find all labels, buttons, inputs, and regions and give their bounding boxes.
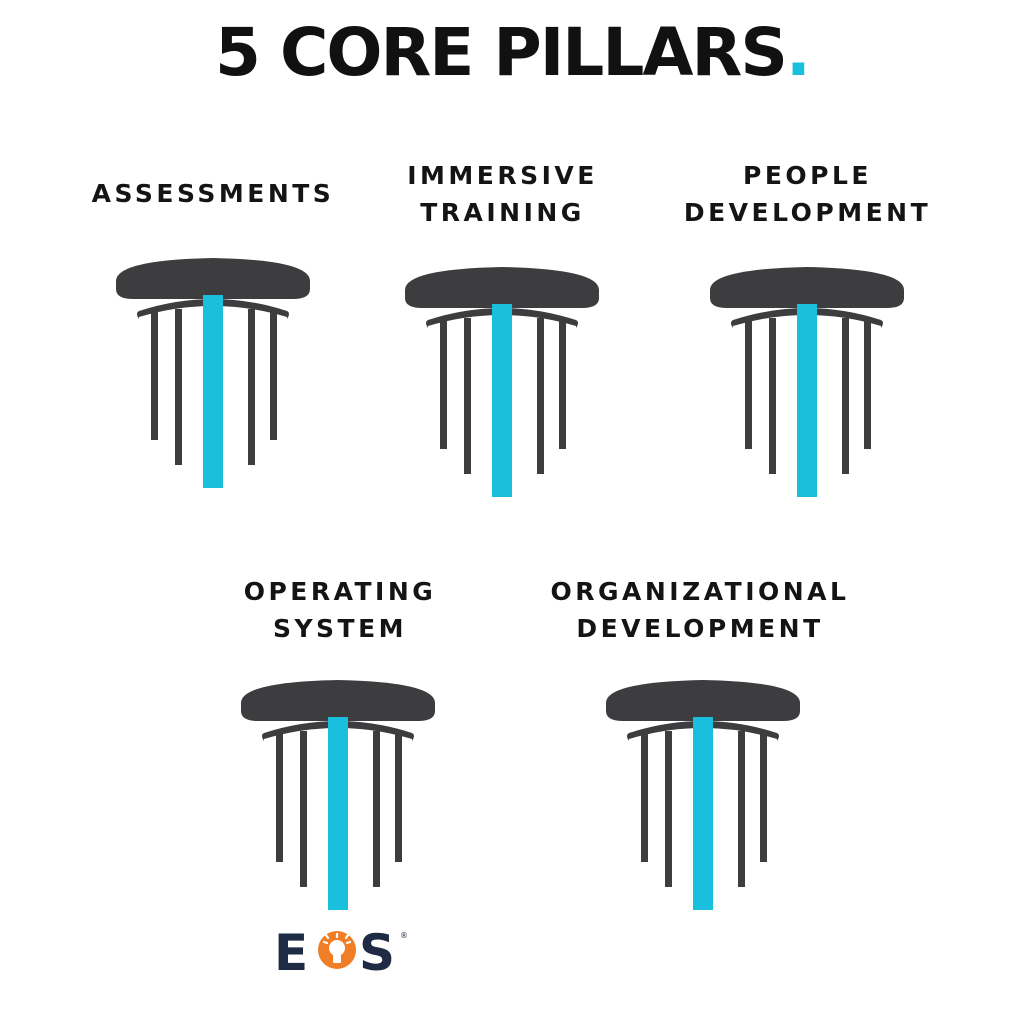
pillar-icon-assessments [116,258,310,488]
pillar-flute [760,731,767,862]
pillar-shaft-accent [693,717,713,910]
pillar-flute [175,309,182,465]
title-dot: . [785,14,811,91]
pillar-cap [116,258,310,299]
pillar-label-line1: PEOPLE [743,161,872,190]
pillar-icon-operating-system [241,680,435,910]
pillar-label-line2: DEVELOPMENT [683,198,932,227]
eos-letter-e: E [274,924,308,974]
pillar-icon-people-development [710,267,904,497]
pillar-scroll-right [412,733,414,741]
pillar-capital [264,721,412,739]
pillar-cap [241,680,435,721]
pillar-capital [428,308,576,326]
pillar-shaft-accent [492,304,512,497]
pillar-scroll-left [137,311,139,319]
pillar-scroll-right [881,320,883,328]
pillar-flute [373,731,380,887]
pillar-flute [738,731,745,887]
pillar-label-assessments: ASSESSMENTS [88,175,338,212]
pillar-flute [665,731,672,887]
lightbulb-icon [318,931,356,969]
pillar-capital [139,299,287,317]
pillar-flute [440,318,447,449]
pillar-label-line1: OPERATING [243,577,437,606]
pillar-scroll-left [262,733,264,741]
pillar-cap [710,267,904,308]
pillar-flute [276,731,283,862]
eos-logo: E S ® [274,924,408,974]
pillar-shaft-accent [797,304,817,497]
pillar-flute [559,318,566,449]
pillar-label-line2: DEVELOPMENT [576,614,824,643]
pillar-label-line1: ASSESSMENTS [91,179,335,208]
pillar-scroll-right [287,311,289,319]
pillar-flute [395,731,402,862]
pillar-icon-organizational-development [606,680,800,910]
pillar-label-line1: ORGANIZATIONAL [550,577,850,606]
pillar-flute [537,318,544,474]
pillar-label-people-development: PEOPLE DEVELOPMENT [675,157,940,231]
title-text: 5 CORE PILLARS [215,14,788,91]
pillar-flute [270,309,277,440]
pillar-label-line1: IMMERSIVE [407,161,598,190]
pillar-flute [769,318,776,474]
page-title: 5 CORE PILLARS. [0,8,1024,98]
pillar-scroll-left [426,320,428,328]
pillar-flute [248,309,255,465]
pillar-scroll-right [576,320,578,328]
pillar-flute [151,309,158,440]
pillar-label-line2: SYSTEM [272,614,408,643]
pillar-scroll-left [627,733,629,741]
pillar-cap [606,680,800,721]
pillar-shaft-accent [203,295,223,488]
pillar-label-organizational-development: ORGANIZATIONAL DEVELOPMENT [530,573,870,647]
pillar-capital [629,721,777,739]
eos-letter-s: S [359,924,395,974]
eos-registered-mark: ® [400,931,408,940]
pillar-cap [405,267,599,308]
pillar-scroll-right [777,733,779,741]
pillar-flute [464,318,471,474]
pillar-capital [733,308,881,326]
pillar-flute [300,731,307,887]
pillar-label-immersive-training: IMMERSIVE TRAINING [380,157,625,231]
pillar-label-operating-system: OPERATING SYSTEM [220,573,460,647]
pillar-flute [864,318,871,449]
pillar-shaft-accent [328,717,348,910]
pillar-flute [641,731,648,862]
pillar-icon-immersive-training [405,267,599,497]
pillar-flute [745,318,752,449]
pillar-label-line2: TRAINING [420,198,585,227]
pillar-scroll-left [731,320,733,328]
pillar-flute [842,318,849,474]
